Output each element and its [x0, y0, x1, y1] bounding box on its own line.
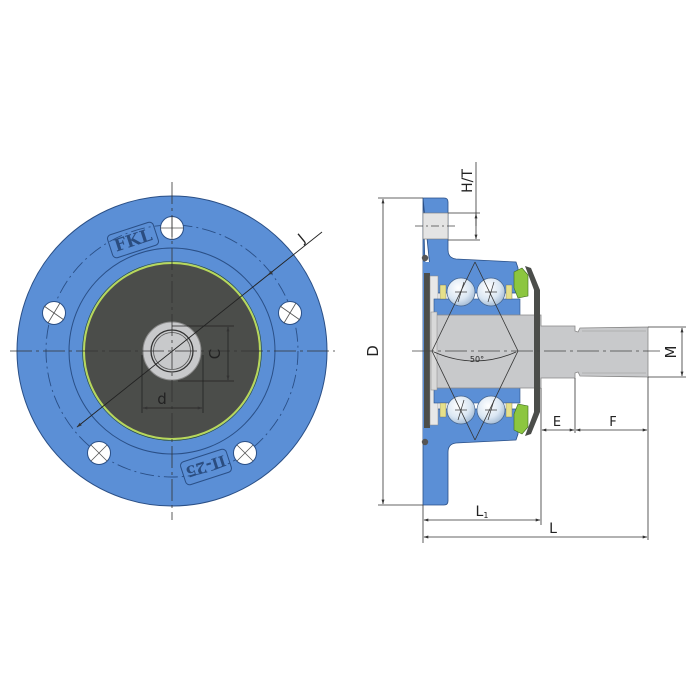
dim-C: [172, 325, 234, 382]
label-F: F: [609, 415, 616, 430]
o-ring: [421, 438, 429, 446]
cage: [439, 402, 447, 418]
cage: [439, 284, 447, 300]
dim-line-J: [76, 231, 323, 428]
o-ring: [421, 254, 429, 262]
dim-d: [141, 355, 204, 413]
label-C: C: [206, 349, 224, 359]
dim-M: [648, 326, 686, 378]
dust-cover: [525, 266, 540, 436]
cage: [505, 402, 513, 418]
lip-seal: [513, 403, 529, 435]
label-D: D: [364, 345, 382, 357]
front-view: FKL II-25 J C d: [10, 182, 335, 520]
label-E: E: [553, 415, 561, 430]
label-HT: H/T: [460, 169, 476, 193]
dim-arrow-J: [267, 270, 273, 276]
dim-D: [378, 197, 423, 506]
label-M: M: [662, 346, 680, 359]
lip-seal: [513, 267, 529, 299]
seals: [439, 266, 540, 436]
ball-crosses: [455, 281, 497, 421]
inner-ring-top: [433, 298, 521, 318]
label-L1: L1: [476, 504, 489, 520]
label-L: L: [549, 521, 557, 537]
cage: [505, 284, 513, 300]
housing-section: [422, 197, 519, 506]
contact-angle-lines: [431, 261, 519, 441]
shaft-section: [433, 314, 649, 389]
dim-HT: [448, 162, 480, 241]
end-cover: [424, 273, 430, 428]
dim-L: [422, 505, 648, 543]
section-view: 50° D H/T M: [364, 162, 686, 543]
label-angle: 50°: [470, 355, 484, 364]
label-d: d: [157, 390, 167, 408]
dim-EF: [540, 377, 649, 540]
label-J: J: [295, 231, 309, 247]
